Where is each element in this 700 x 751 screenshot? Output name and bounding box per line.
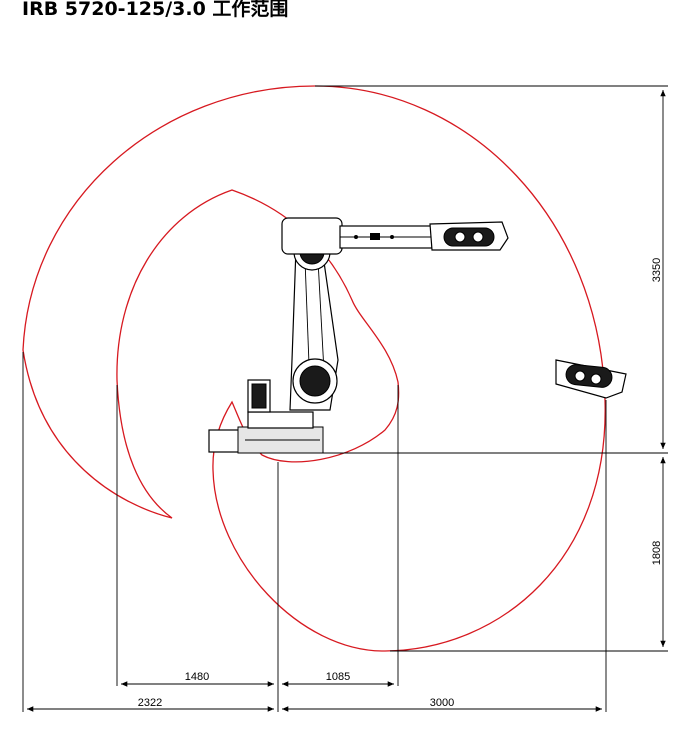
horizontal-dimensions: 1480 1085 2322 3000 (26, 671, 602, 712)
robot-base (208, 379, 324, 454)
dim-right-inner: 1085 (326, 671, 350, 683)
page-title: IRB 5720-125/3.0 工作范围 (22, 0, 289, 20)
dim-left-inner: 1480 (185, 671, 209, 683)
robot-upper-arm (281, 217, 433, 255)
extension-lines (22, 85, 668, 712)
robot-wrist-extended (555, 359, 627, 399)
dim-height-bottom: 1808 (651, 541, 663, 565)
dim-right-outer: 3000 (430, 697, 454, 709)
vertical-dimensions: 3350 1808 (651, 90, 666, 647)
robot-wrist-upper (429, 221, 509, 251)
dim-height-top: 3350 (651, 258, 663, 282)
robot-illustration (208, 217, 627, 454)
dim-left-outer: 2322 (138, 697, 162, 709)
robot-lower-arm (289, 233, 339, 411)
